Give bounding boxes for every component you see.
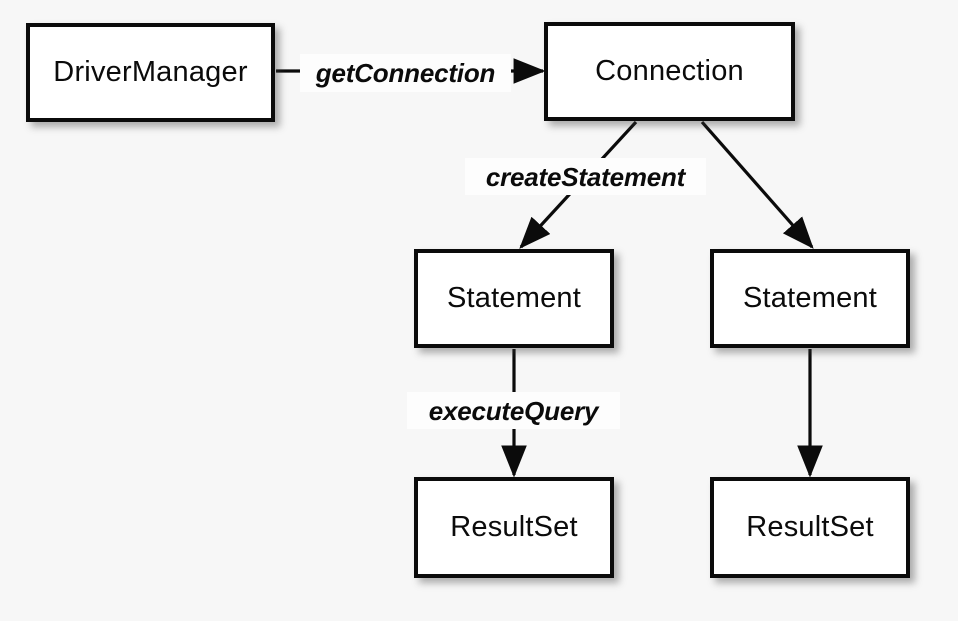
node-resultset-left[interactable]: ResultSet — [414, 477, 614, 578]
node-resultset-right[interactable]: ResultSet — [710, 477, 910, 578]
node-connection[interactable]: Connection — [544, 22, 795, 121]
node-label-drivermanager: DriverManager — [53, 56, 248, 88]
node-label-connection: Connection — [595, 55, 744, 87]
edge-label-getconnection: getConnection — [300, 54, 511, 92]
node-drivermanager[interactable]: DriverManager — [26, 23, 275, 122]
edge-label-text-createstatement: createStatement — [485, 161, 686, 192]
edge-label-text-getconnection: getConnection — [315, 58, 496, 88]
node-label-statement-left: Statement — [447, 282, 581, 314]
edge-label-executequery: executeQuery — [407, 392, 620, 429]
node-statement-right[interactable]: Statement — [710, 249, 910, 348]
edge-label-text-executequery: executeQuery — [428, 395, 599, 426]
node-label-statement-right: Statement — [743, 282, 877, 314]
node-label-resultset-left: ResultSet — [450, 511, 578, 543]
edge-label-createstatement: createStatement — [465, 158, 706, 195]
node-statement-left[interactable]: Statement — [414, 249, 614, 348]
node-label-resultset-right: ResultSet — [746, 511, 874, 543]
edge-connection-to-statement-right — [700, 120, 814, 249]
